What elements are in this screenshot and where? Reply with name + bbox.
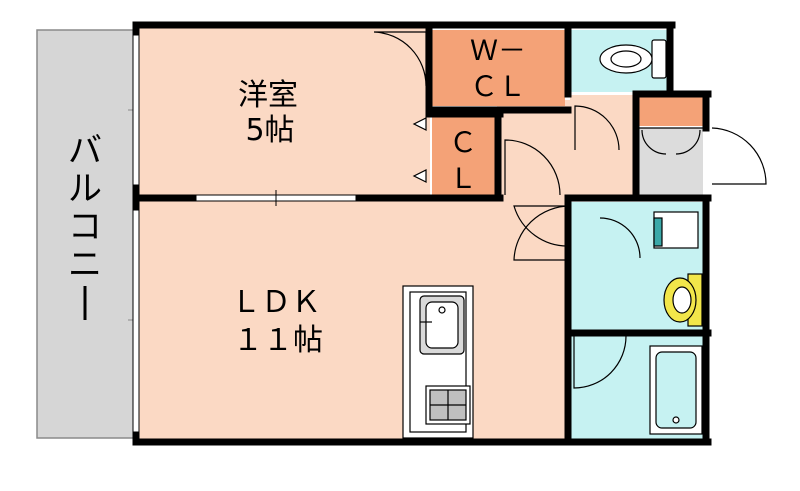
ldk-room	[138, 200, 570, 440]
closet	[432, 117, 495, 197]
washing-machine-icon	[653, 211, 699, 249]
walk-in-closet-line2: ＣＬ	[470, 70, 526, 103]
washbasin-icon	[663, 273, 703, 327]
ldk-name: ＬＤＫ	[231, 285, 321, 320]
balcony-char-2: ル	[68, 169, 102, 209]
stove-icon	[425, 385, 471, 425]
bathtub-icon	[649, 345, 703, 435]
shoe-cabinet	[638, 96, 703, 126]
closet-door-marks	[412, 117, 427, 183]
balcony-char-4: ニ	[68, 245, 102, 285]
balcony-char-1: バ	[68, 131, 102, 171]
toilet-icon	[599, 39, 667, 79]
ldk-size: １１帖	[233, 323, 323, 358]
balcony-char-3: コ	[68, 207, 102, 247]
sliding-window	[195, 190, 357, 206]
western-room-size: 5帖	[245, 113, 294, 148]
balcony	[36, 29, 137, 439]
western-room	[138, 28, 430, 200]
balcony-label: バ ル コ ニ	[68, 131, 102, 320]
closet-line2: Ｌ	[449, 162, 477, 195]
closet-line1: Ｃ	[449, 126, 477, 159]
sink-icon	[419, 295, 465, 355]
walk-in-closet	[432, 30, 565, 106]
walk-in-closet-line1: Ｗ－	[470, 34, 526, 67]
door-swings	[373, 31, 767, 389]
entrance	[638, 128, 703, 198]
hallway	[497, 100, 637, 200]
western-room-name: 洋室	[238, 78, 298, 113]
